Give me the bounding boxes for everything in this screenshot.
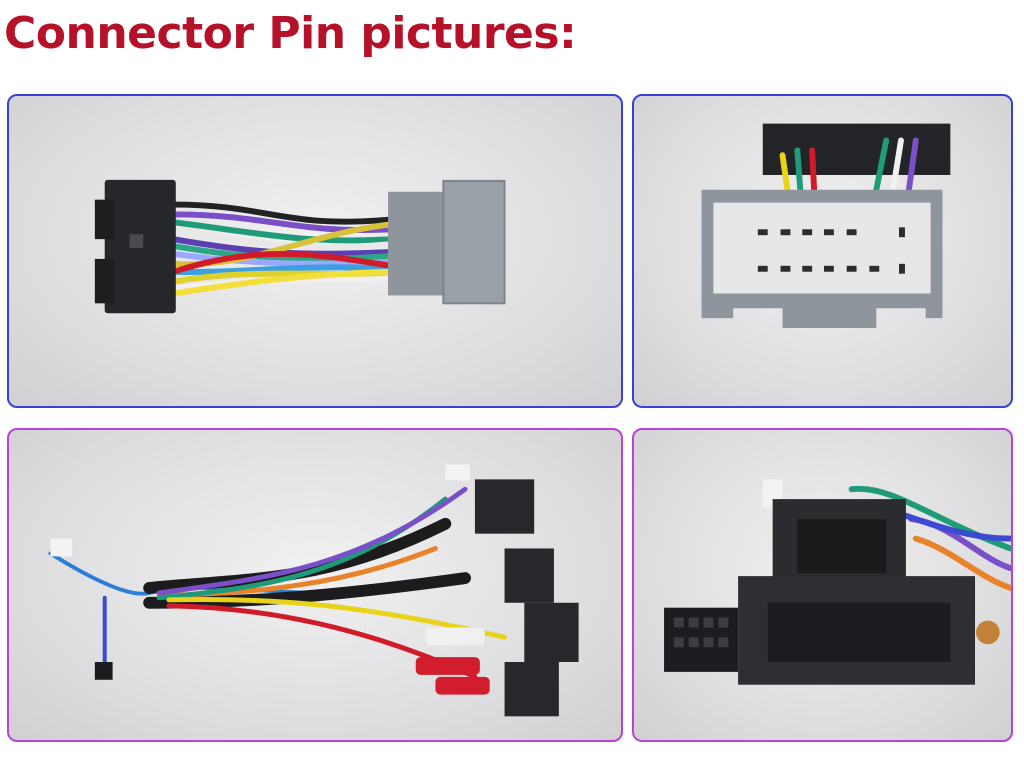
grey-connector-pins-photo	[632, 94, 1013, 408]
page-title: Connector Pin pictures:	[4, 8, 577, 59]
harness-adapter-photo	[7, 94, 623, 408]
black-connector-pins-photo	[632, 428, 1013, 742]
full-wiring-harness-photo	[7, 428, 623, 742]
grey-connector-body	[388, 191, 448, 296]
